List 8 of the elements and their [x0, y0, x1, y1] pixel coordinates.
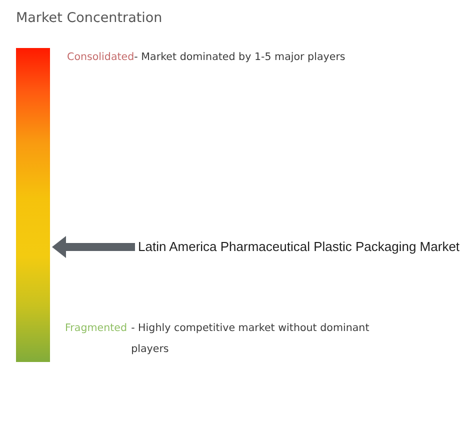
- scale-description: - Highly competitive market without dominant players: [131, 321, 370, 357]
- market-name-label: Latin America Pharmaceutical Plastic Packaging Market: [138, 238, 460, 256]
- scale-end-label: Consolidated: [67, 50, 134, 65]
- arrow: [52, 236, 135, 258]
- scale-end-label: Fragmented: [65, 321, 128, 336]
- concentration-scale-bar: [16, 48, 50, 362]
- scale-description: - Market dominated by 1-5 major players: [134, 50, 346, 65]
- chart-title: Market Concentration: [16, 10, 162, 26]
